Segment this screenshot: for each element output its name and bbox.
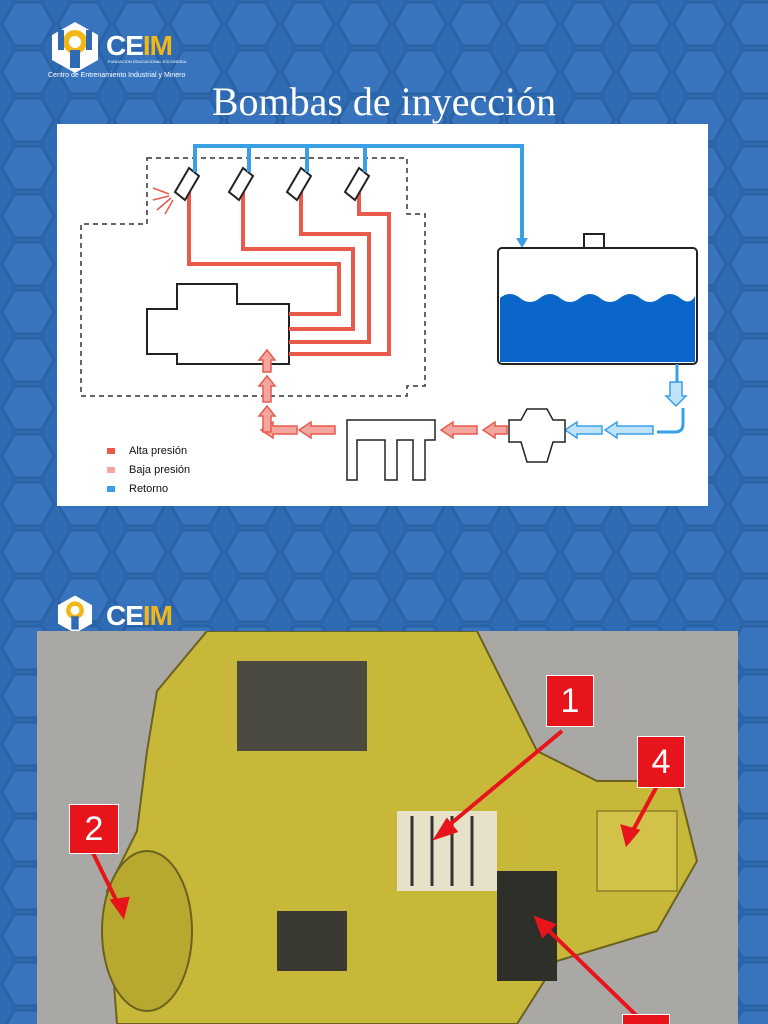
engine-illustration xyxy=(37,631,738,1024)
slide-2: CEIM xyxy=(0,588,768,1024)
injector-3 xyxy=(285,166,313,202)
callout-arrows xyxy=(90,729,659,1018)
injectors xyxy=(173,166,371,202)
lower-housing xyxy=(277,911,347,971)
supply-arrows xyxy=(563,381,688,440)
low-pressure-up-arrows xyxy=(257,348,277,433)
return-lines xyxy=(193,144,524,240)
high-pressure-lines xyxy=(187,184,391,356)
callout-1: 1 xyxy=(546,675,594,727)
tank-fuel-level xyxy=(500,294,695,362)
logo-wordmark-2: CEIM xyxy=(106,600,173,632)
legend-swatch-low xyxy=(107,467,115,473)
injector-spray xyxy=(152,187,174,215)
legend-label-low: Baja presión xyxy=(129,464,190,476)
ceim-logo: CEIM FUNDACION EDUCACIONAL ESCONDIDA Cen… xyxy=(48,18,198,98)
logo-im: IM xyxy=(142,30,173,61)
engine-top-cover xyxy=(237,661,367,751)
logo-im-2: IM xyxy=(142,600,173,631)
injector-2 xyxy=(227,166,255,202)
injector-4 xyxy=(343,166,371,202)
engine-outline xyxy=(80,157,426,397)
fuel-circuit-drawing: Alta presión Baja presión Retorno xyxy=(80,144,698,495)
callout-2: 2 xyxy=(69,804,119,854)
logo-ce: CE xyxy=(106,30,144,61)
ceim-emblem-icon xyxy=(52,22,98,73)
logo-subtitle: Centro de Entrenamiento Industrial y Min… xyxy=(48,72,186,79)
injection-pump xyxy=(146,283,290,365)
fuel-filter xyxy=(508,408,566,463)
logo-wordmark: CEIM xyxy=(106,30,173,62)
callout-partial xyxy=(622,1014,670,1024)
injector-1 xyxy=(173,166,201,202)
return-arrow-icon xyxy=(516,238,528,248)
ceim-logo-2: CEIM xyxy=(48,594,198,634)
logo-tagline: FUNDACION EDUCACIONAL ESCONDIDA xyxy=(108,59,187,64)
legend: Alta presión Baja presión Retorno xyxy=(107,445,190,495)
legend-swatch-high xyxy=(107,448,115,454)
legend-swatch-return xyxy=(107,486,115,492)
slide-title: Bombas de inyección xyxy=(211,79,557,124)
transfer-pump xyxy=(346,419,436,481)
legend-label-return: Retorno xyxy=(129,483,168,495)
fuel-system-diagram: Alta presión Baja presión Retorno xyxy=(57,124,708,506)
ceim-emblem-icon xyxy=(57,595,93,634)
callout-4: 4 xyxy=(637,736,685,788)
engine-photo: 1 2 4 xyxy=(37,631,738,1024)
tank-cap xyxy=(583,233,605,249)
legend-label-high: Alta presión xyxy=(129,445,187,457)
timing-housing xyxy=(101,850,193,1012)
slide-1: CEIM FUNDACION EDUCACIONAL ESCONDIDA Cen… xyxy=(48,18,708,506)
logo-ce-2: CE xyxy=(106,600,144,631)
